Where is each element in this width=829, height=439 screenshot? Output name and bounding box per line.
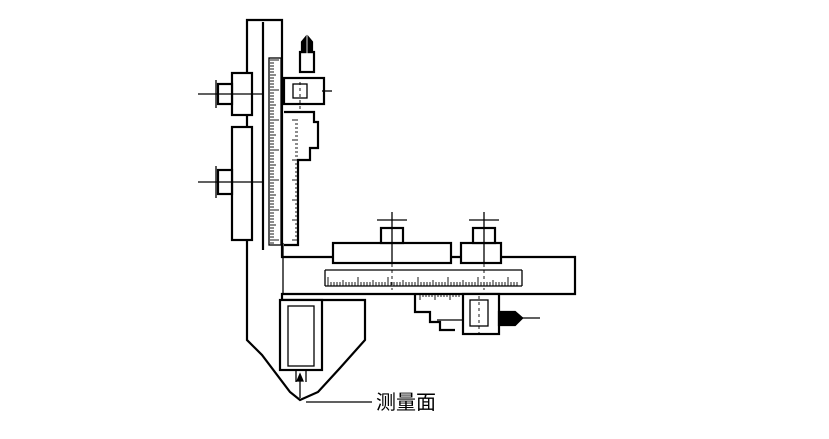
measuring-surface-label: 测量面 [376, 390, 436, 414]
measuring-jaw [278, 298, 324, 398]
top-clamp-right [459, 212, 503, 290]
left-clamp-upper [198, 71, 262, 117]
horizontal-scale [324, 269, 523, 287]
vertical-fine-adjust [282, 28, 332, 247]
horizontal-fine-adjust [413, 292, 540, 336]
measuring-surface-callout: 测量面 [306, 390, 436, 414]
left-clamp-lower [198, 125, 262, 242]
vertical-scale [268, 57, 282, 246]
top-clamp-left [331, 212, 453, 290]
